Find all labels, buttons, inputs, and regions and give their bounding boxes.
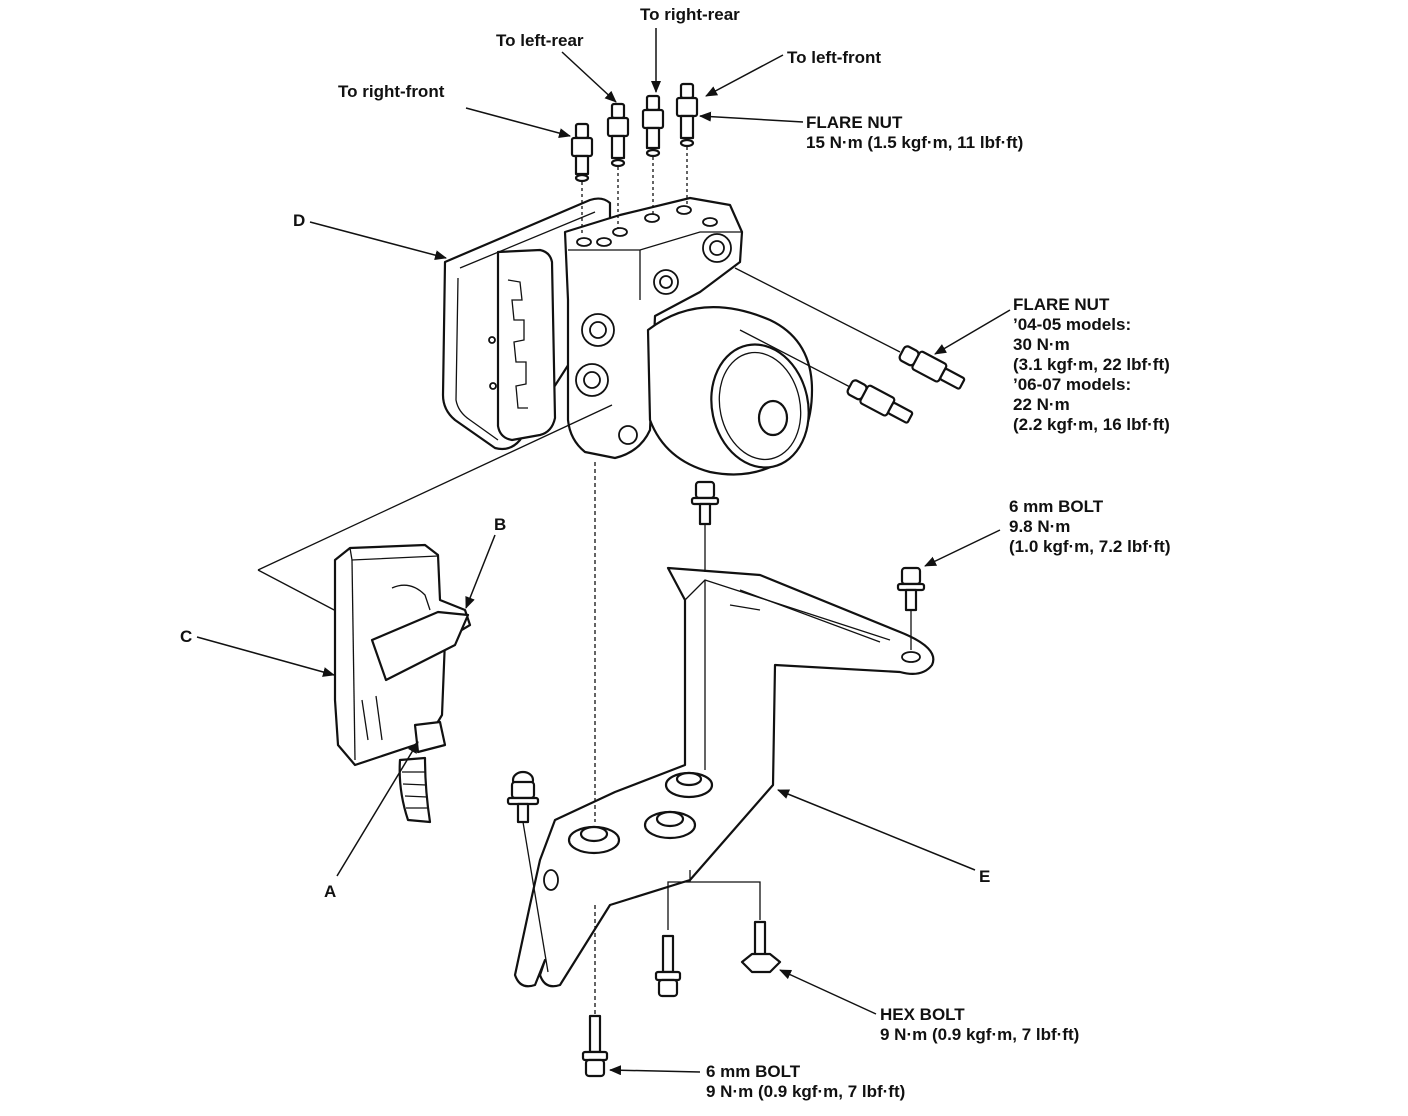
- bolt-6mm-bottom: [581, 905, 609, 1078]
- harness-connector: [257, 404, 613, 824]
- modulator-bracket: [513, 462, 935, 988]
- bolt-bracket-top: [690, 480, 720, 572]
- label-to-left-front: To left-front: [787, 48, 881, 67]
- label-to-right-front: To right-front: [338, 82, 445, 101]
- flare-nut-side-line6: (2.2 kgf·m, 16 lbf·ft): [1013, 415, 1170, 434]
- flare-nut-side-line4: ’06-07 models:: [1013, 375, 1131, 394]
- callout-a: A: [324, 882, 336, 901]
- flare-nut-side-lower: [846, 379, 914, 424]
- callout-b: B: [494, 515, 506, 534]
- flare-nut-top-title: FLARE NUT: [806, 113, 903, 132]
- flare-nut-side-title: FLARE NUT: [1013, 295, 1110, 314]
- bolt-left-bracket: [506, 770, 549, 973]
- leader-lines: [196, 28, 1011, 1076]
- callout-d: D: [293, 211, 305, 230]
- flare-nut-right-front: [570, 122, 594, 236]
- bolt-6mm-right-line2: (1.0 kgf·m, 7.2 lbf·ft): [1009, 537, 1171, 556]
- bolt-6mm-right-line1: 9.8 N·m: [1009, 517, 1070, 536]
- bolt-6mm-bottom-spec: 9 N·m (0.9 kgf·m, 7 lbf·ft): [706, 1082, 905, 1101]
- hex-bolt-title: HEX BOLT: [880, 1005, 965, 1024]
- flare-nut-side-line2: 30 N·m: [1013, 335, 1070, 354]
- hex-bolt: [740, 920, 782, 974]
- flare-nut-left-front: [675, 82, 699, 206]
- brake-line-flare-nuts-top: [570, 82, 699, 236]
- label-to-left-rear: To left-rear: [496, 31, 584, 50]
- flare-nut-right-rear: [641, 94, 665, 214]
- brake-line-flare-nuts-side: [734, 267, 966, 424]
- callout-e: E: [979, 867, 990, 886]
- label-to-right-rear: To right-rear: [640, 5, 740, 24]
- bolt-6mm-bottom-title: 6 mm BOLT: [706, 1062, 801, 1081]
- bolt-6mm-right: [896, 566, 926, 650]
- flare-nut-left-rear: [606, 102, 630, 228]
- callout-c: C: [180, 627, 192, 646]
- hex-bolt-spec: 9 N·m (0.9 kgf·m, 7 lbf·ft): [880, 1025, 1079, 1044]
- flare-nut-side-line1: ’04-05 models:: [1013, 315, 1131, 334]
- flare-nut-top-spec: 15 N·m (1.5 kgf·m, 11 lbf·ft): [806, 133, 1023, 152]
- flare-nut-side-upper: [898, 345, 966, 390]
- bolt-6mm-right-title: 6 mm BOLT: [1009, 497, 1104, 516]
- flare-nut-side-line3: (3.1 kgf·m, 22 lbf·ft): [1013, 355, 1170, 374]
- bolt-bracket-lower: [654, 870, 761, 998]
- flare-nut-side-line5: 22 N·m: [1013, 395, 1070, 414]
- abs-modulator-unit: [441, 196, 814, 476]
